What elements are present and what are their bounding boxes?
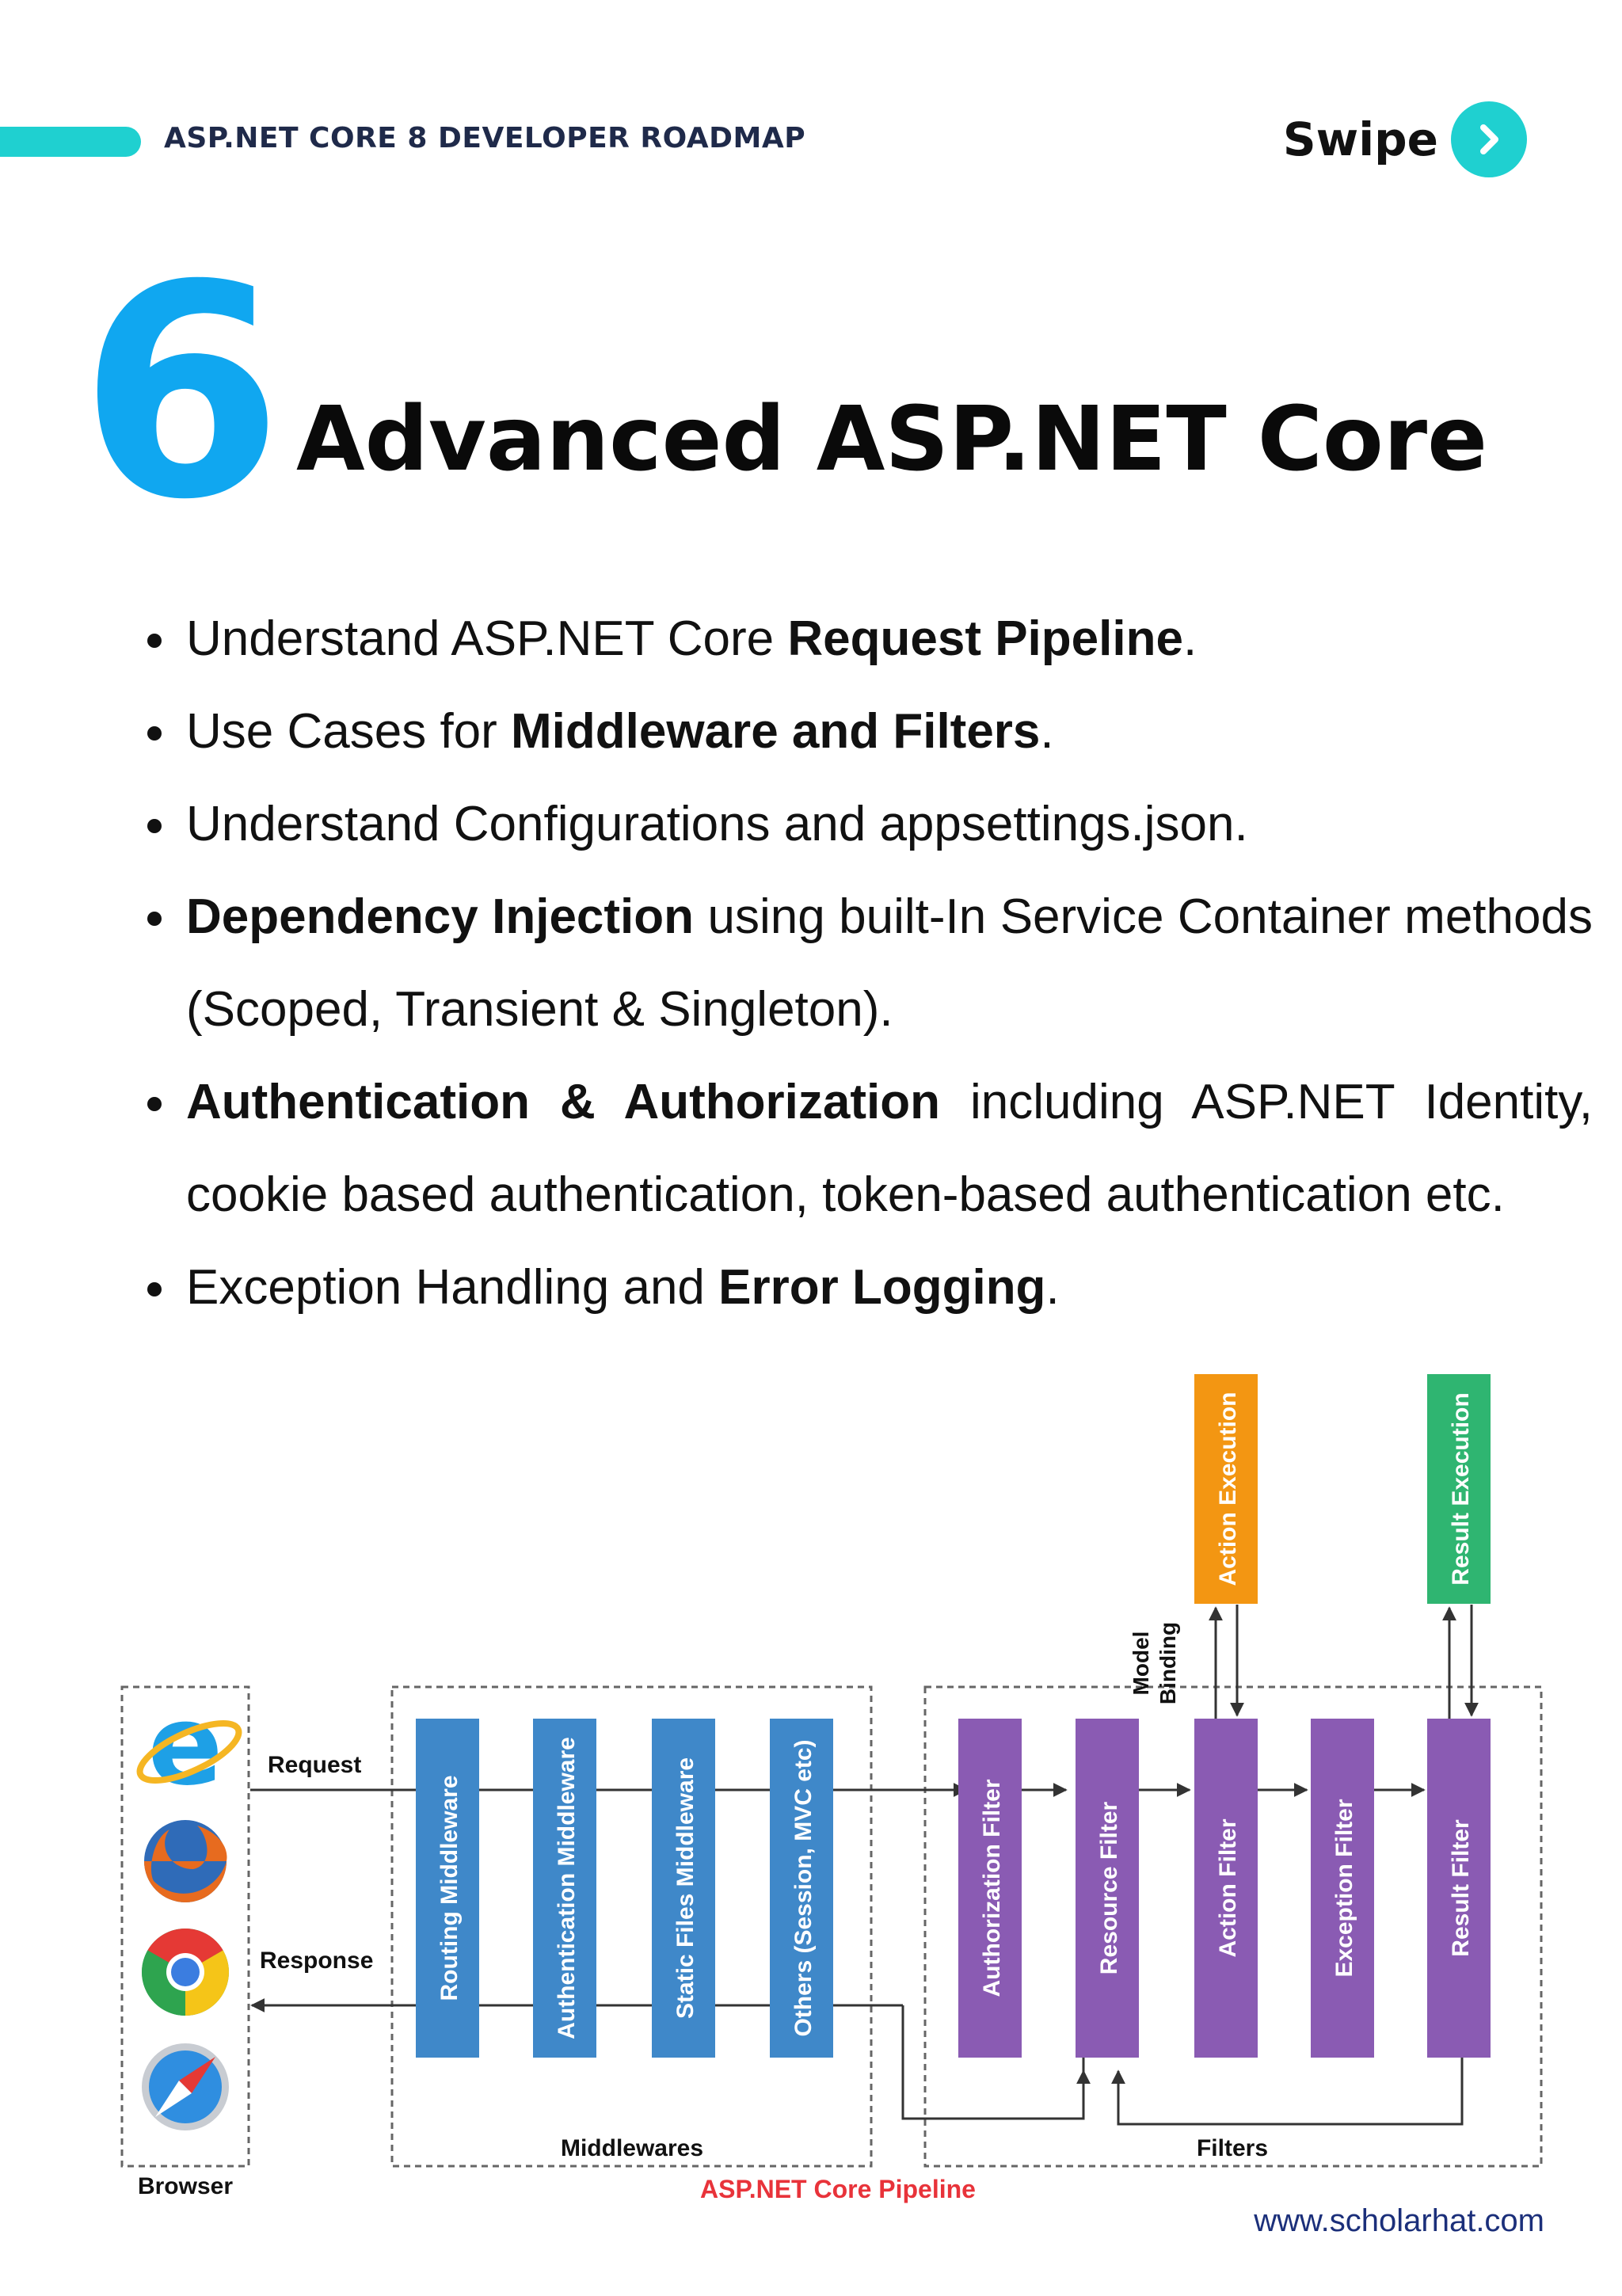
filters-container: [923, 1685, 1543, 2168]
section-number: 6: [79, 223, 284, 564]
routing-middleware-bar: [416, 1719, 479, 2058]
topic-keyword: Middleware and Filters: [511, 704, 1041, 759]
middlewares-label: Middlewares: [561, 2135, 703, 2161]
swipe-next-button[interactable]: [1451, 101, 1527, 177]
action-filter-label: Action Filter: [1215, 1818, 1241, 1957]
authorization-filter-bar: [958, 1719, 1022, 2058]
topic-text: Understand ASP.NET Core: [186, 611, 788, 666]
topic-text: including ASP.NET Identity, cookie based…: [186, 1075, 1593, 1222]
topic-item: Dependency Injection using built-In Serv…: [181, 870, 1593, 1056]
ie-icon: e: [136, 1681, 242, 1811]
topic-item: Understand ASP.NET Core Request Pipeline…: [181, 592, 1593, 685]
pipeline-diagram: e Browser Request Response Routing Middl…: [120, 1374, 1543, 2203]
topic-text: Understand Configurations and appsetting…: [186, 797, 1248, 851]
authentication-middleware-label: Authentication Middleware: [554, 1737, 580, 2039]
filters-label: Filters: [1197, 2135, 1268, 2161]
static-files-middleware-bar: [652, 1719, 715, 2058]
browser-container: [120, 1685, 250, 2168]
others-middleware-bar: [770, 1719, 833, 2058]
static-files-middleware-label: Static Files Middleware: [672, 1757, 699, 2019]
browser-label: Browser: [138, 2173, 233, 2199]
firefox-icon: [144, 1820, 227, 1902]
topic-item: Use Cases for Middleware and Filters.: [181, 685, 1593, 778]
others-middleware-label: Others (Session, MVC etc): [790, 1739, 817, 2036]
authorization-filter-label: Authorization Filter: [979, 1779, 1005, 1997]
swipe-label: Swipe: [1282, 112, 1438, 166]
pipeline-label: ASP.NET Core Pipeline: [700, 2175, 976, 2203]
topic-keyword: Dependency Injection: [186, 889, 695, 944]
return-path-left: [901, 2005, 1091, 2120]
topic-keyword: Authentication & Authorization: [186, 1075, 940, 1129]
topic-text: .: [1182, 611, 1197, 666]
topic-text: using built-In Service Container methods…: [186, 889, 1593, 1037]
authentication-middleware-bar: [533, 1719, 596, 2058]
model-binding-label-2: Binding: [1156, 1622, 1180, 1704]
action-filter-bar: [1194, 1719, 1258, 2058]
website-link[interactable]: www.scholarhat.com: [1254, 2203, 1544, 2238]
topic-keyword: Request Pipeline: [787, 611, 1183, 666]
exception-filter-bar: [1311, 1719, 1374, 2058]
topic-text: Use Cases for: [186, 704, 512, 759]
topic-text: Exception Handling and: [186, 1260, 719, 1315]
middlewares-container: [390, 1685, 873, 2168]
topic-text: .: [1040, 704, 1054, 759]
chevron-right-icon: [1480, 124, 1498, 154]
resource-filter-bar: [1076, 1719, 1139, 2058]
safari-icon: [142, 2043, 229, 2130]
topic-keyword: Error Logging: [718, 1260, 1046, 1315]
middleware-bars: Routing Middleware Authentication Middlew…: [416, 1719, 833, 2058]
chrome-icon: [142, 1929, 229, 2016]
topic-item: Authentication & Authorization including…: [181, 1056, 1593, 1241]
result-execution-label: Result Execution: [1448, 1392, 1474, 1585]
response-label: Response: [260, 1948, 373, 1974]
topic-list: Understand ASP.NET Core Request Pipeline…: [131, 592, 1593, 1334]
exception-filter-label: Exception Filter: [1331, 1799, 1357, 1977]
roadmap-title: ASP.NET CORE 8 DEVELOPER ROADMAP: [164, 122, 806, 154]
header-accent-bar: [0, 127, 141, 157]
topic-text: .: [1045, 1260, 1060, 1315]
swipe-control[interactable]: Swipe: [1283, 101, 1527, 177]
action-execution-box: [1194, 1374, 1258, 1604]
model-binding-label-1: Model: [1129, 1632, 1153, 1696]
result-filter-bar: [1427, 1719, 1491, 2058]
result-filter-label: Result Filter: [1448, 1819, 1474, 1957]
result-execution-box: [1427, 1374, 1491, 1604]
topic-item: Exception Handling and Error Logging.: [181, 1241, 1593, 1334]
topic-item: Understand Configurations and appsetting…: [181, 778, 1593, 870]
section-title: Advanced ASP.NET Core: [296, 388, 1488, 491]
action-execution-label: Action Execution: [1215, 1392, 1241, 1586]
return-path-right: [1111, 2058, 1464, 2126]
request-label: Request: [268, 1752, 361, 1778]
routing-middleware-label: Routing Middleware: [436, 1776, 463, 2001]
resource-filter-label: Resource Filter: [1096, 1801, 1122, 1974]
filter-bars: Authorization Filter Resource Filter Actio…: [958, 1719, 1491, 2058]
